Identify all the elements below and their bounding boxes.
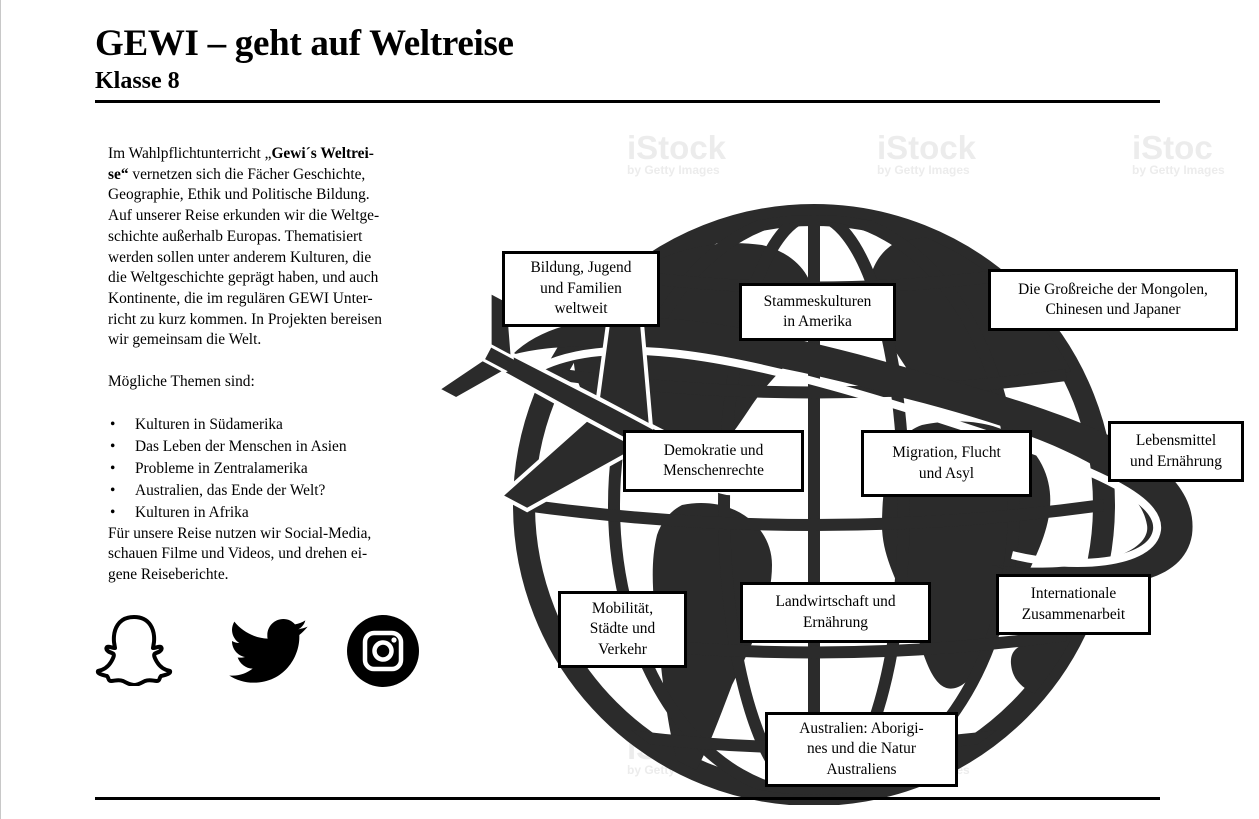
intro-line: die Weltgeschichte geprägt haben, und au… [108,269,379,287]
intro-text-span: vernetzen sich die Fächer Geschichte, [128,165,366,183]
closing-line: gene Reiseberichte. [108,566,229,584]
intro-text: Im Wahlpflichtunterricht „Gewi´s Weltrei… [108,144,430,586]
page-title: GEWI – geht auf Weltreise [95,23,514,64]
intro-line: wir gemeinsam die Welt. [108,331,262,349]
list-item: Kulturen in Afrika [108,502,430,524]
intro-paragraph: Im Wahlpflichtunterricht „Gewi´s Weltrei… [108,144,430,351]
header-rule [95,100,1160,103]
intro-line: richt zu kurz kommen. In Projekten berei… [108,310,382,328]
intro-text-span: Im Wahlpflichtunterricht „ [108,145,272,162]
intro-line: se“ vernetzen sich die Fächer Geschichte… [108,166,365,183]
topics-intro: Mögliche Themen sind: [108,373,255,391]
intro-line: werden sollen unter anderem Kulturen, di… [108,248,372,266]
page-subtitle: Klasse 8 [95,68,180,94]
footer-rule [95,797,1160,800]
closing-line: Für unsere Reise nutzen wir Social-Media… [108,524,372,542]
twitter-icon [229,618,309,686]
intro-line: Geographie, Ethik und Politische Bildung… [108,186,370,204]
topic-label: Die Großreiche der Mongolen,Chinesen und… [1018,280,1208,319]
list-item: Australien, das Ende der Welt? [108,480,430,502]
intro-line: Auf unserer Reise erkunden wir die Weltg… [108,207,380,225]
intro-line: Im Wahlpflichtunterricht „Gewi´s Weltrei… [108,145,374,162]
list-item: Das Leben der Menschen in Asien [108,436,430,458]
spacer [108,393,430,414]
topic-box-grossreiche: Die Großreiche der Mongolen,Chinesen und… [988,269,1238,331]
closing-line: schauen Filme und Videos, und drehen ei- [108,545,368,563]
closing-paragraph: Für unsere Reise nutzen wir Social-Media… [108,524,430,586]
intro-line: schichte außerhalb Europas. Thematisiert [108,227,363,245]
snapchat-icon [95,612,173,686]
instagram-icon [346,614,420,688]
intro-line: Kontinente, die im regulären GEWI Unter- [108,289,373,307]
list-item: Probleme in Zentralamerika [108,458,430,480]
topics-list: Kulturen in Südamerika Das Leben der Men… [108,414,430,524]
list-item: Kulturen in Südamerika [108,414,430,436]
spacer [108,351,430,372]
course-name-bold: Gewi´s Weltrei- [271,145,374,162]
course-name-bold: se“ [108,165,129,183]
